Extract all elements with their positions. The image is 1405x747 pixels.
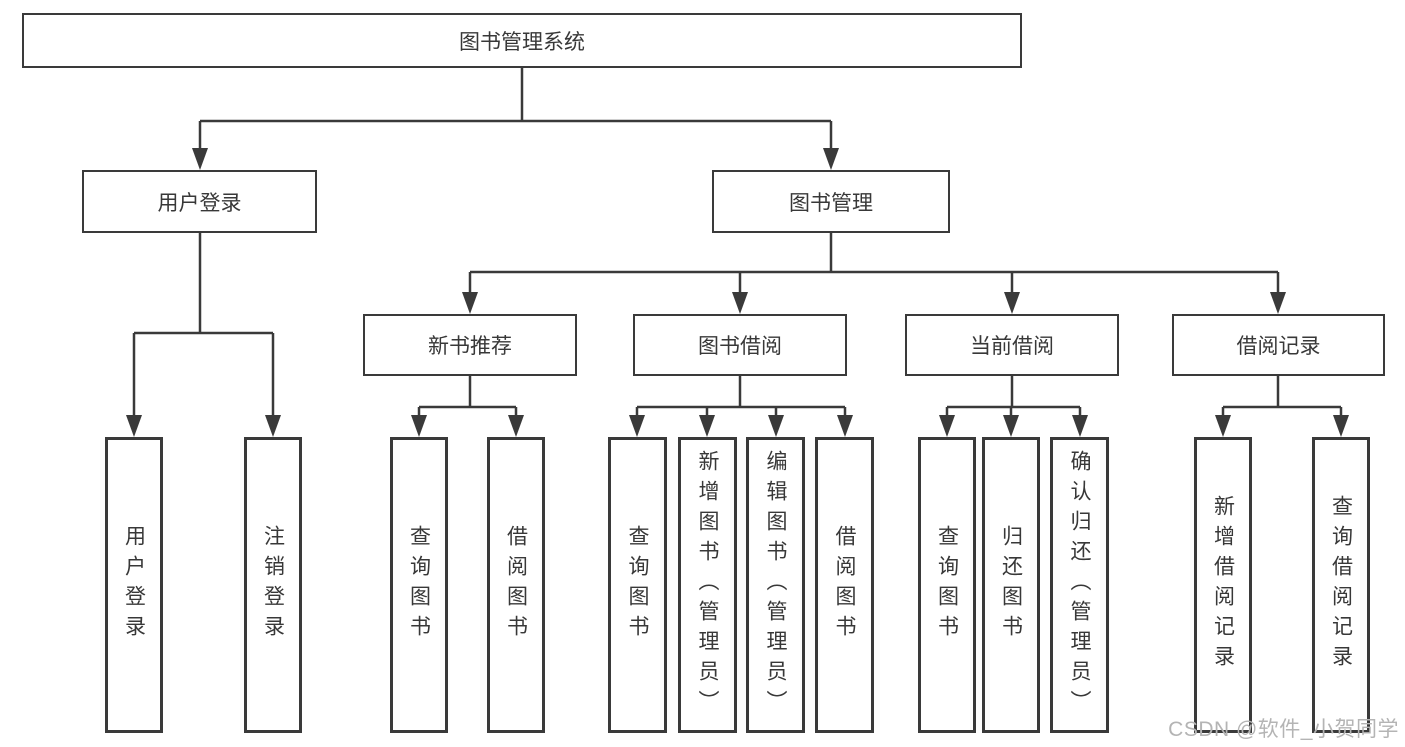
leaf-borrow-book-1: 借阅图书 [487, 437, 545, 733]
arrow-icon [732, 292, 748, 314]
leaf-query-book-3: 查询图书 [918, 437, 976, 733]
csdn-watermark: CSDN @软件_小贺同学 [1168, 718, 1399, 741]
connector-user-login-children [126, 233, 281, 437]
node-book-borrow: 图书借阅 [633, 314, 847, 376]
arrow-icon [265, 415, 281, 437]
node-label: 借阅图书 [504, 525, 528, 645]
connector-borrow-record-children [1215, 376, 1349, 437]
leaf-query-book-1: 查询图书 [390, 437, 448, 733]
node-label: 借阅记录 [1236, 335, 1321, 358]
node-label: 新书推荐 [428, 335, 512, 358]
node-label: 确认归还（管理员） [1068, 450, 1091, 720]
leaf-logout: 注销登录 [244, 437, 302, 733]
arrow-icon [1333, 415, 1349, 437]
connector-current-borrow-children [939, 376, 1088, 437]
node-label: 借阅图书 [833, 525, 856, 645]
node-label: 图书管理系统 [459, 30, 585, 54]
arrow-icon [1072, 415, 1088, 437]
node-label: 新增借阅记录 [1211, 495, 1235, 675]
leaf-return-book: 归还图书 [982, 437, 1040, 733]
leaf-add-book-admin: 新增图书（管理员） [678, 437, 737, 733]
node-borrow-record: 借阅记录 [1172, 314, 1385, 376]
arrow-icon [192, 148, 208, 170]
arrow-icon [126, 415, 142, 437]
node-label: 查询图书 [407, 525, 431, 645]
arrow-icon [768, 415, 784, 437]
node-label: 图书借阅 [698, 335, 782, 358]
leaf-query-book-2: 查询图书 [608, 437, 667, 733]
leaf-query-borrow-record: 查询借阅记录 [1312, 437, 1370, 733]
arrow-icon [1270, 292, 1286, 314]
leaf-borrow-book-2: 借阅图书 [815, 437, 874, 733]
leaf-confirm-return-admin: 确认归还（管理员） [1050, 437, 1109, 733]
connector-root-to-level2 [192, 68, 839, 170]
arrow-icon [1004, 292, 1020, 314]
connector-new-book-children [411, 376, 524, 437]
node-label: 用户登录 [157, 191, 242, 215]
arrow-icon [939, 415, 955, 437]
node-label: 查询图书 [935, 525, 959, 645]
node-label: 注销登录 [261, 525, 285, 645]
connector-book-borrow-children [629, 376, 853, 437]
node-label: 编辑图书（管理员） [764, 450, 787, 720]
node-label: 新增图书（管理员） [696, 450, 719, 720]
node-user-login: 用户登录 [82, 170, 317, 233]
node-label: 图书管理 [789, 191, 873, 215]
node-label: 查询借阅记录 [1329, 495, 1353, 675]
node-root-system: 图书管理系统 [22, 13, 1022, 68]
connector-book-management-children [462, 233, 1286, 314]
arrow-icon [837, 415, 853, 437]
arrow-icon [1215, 415, 1231, 437]
node-label: 查询图书 [626, 525, 649, 645]
arrow-icon [823, 148, 839, 170]
leaf-user-login: 用户登录 [105, 437, 163, 733]
node-label: 归还图书 [999, 525, 1023, 645]
node-new-book-recommend: 新书推荐 [363, 314, 577, 376]
leaf-add-borrow-record: 新增借阅记录 [1194, 437, 1252, 733]
node-label: 用户登录 [122, 525, 146, 645]
arrow-icon [508, 415, 524, 437]
arrow-icon [411, 415, 427, 437]
leaf-edit-book-admin: 编辑图书（管理员） [746, 437, 805, 733]
node-label: 当前借阅 [970, 335, 1054, 358]
node-current-borrow: 当前借阅 [905, 314, 1119, 376]
node-book-management: 图书管理 [712, 170, 950, 233]
arrow-icon [699, 415, 715, 437]
arrow-icon [1003, 415, 1019, 437]
arrow-icon [462, 292, 478, 314]
arrow-icon [629, 415, 645, 437]
